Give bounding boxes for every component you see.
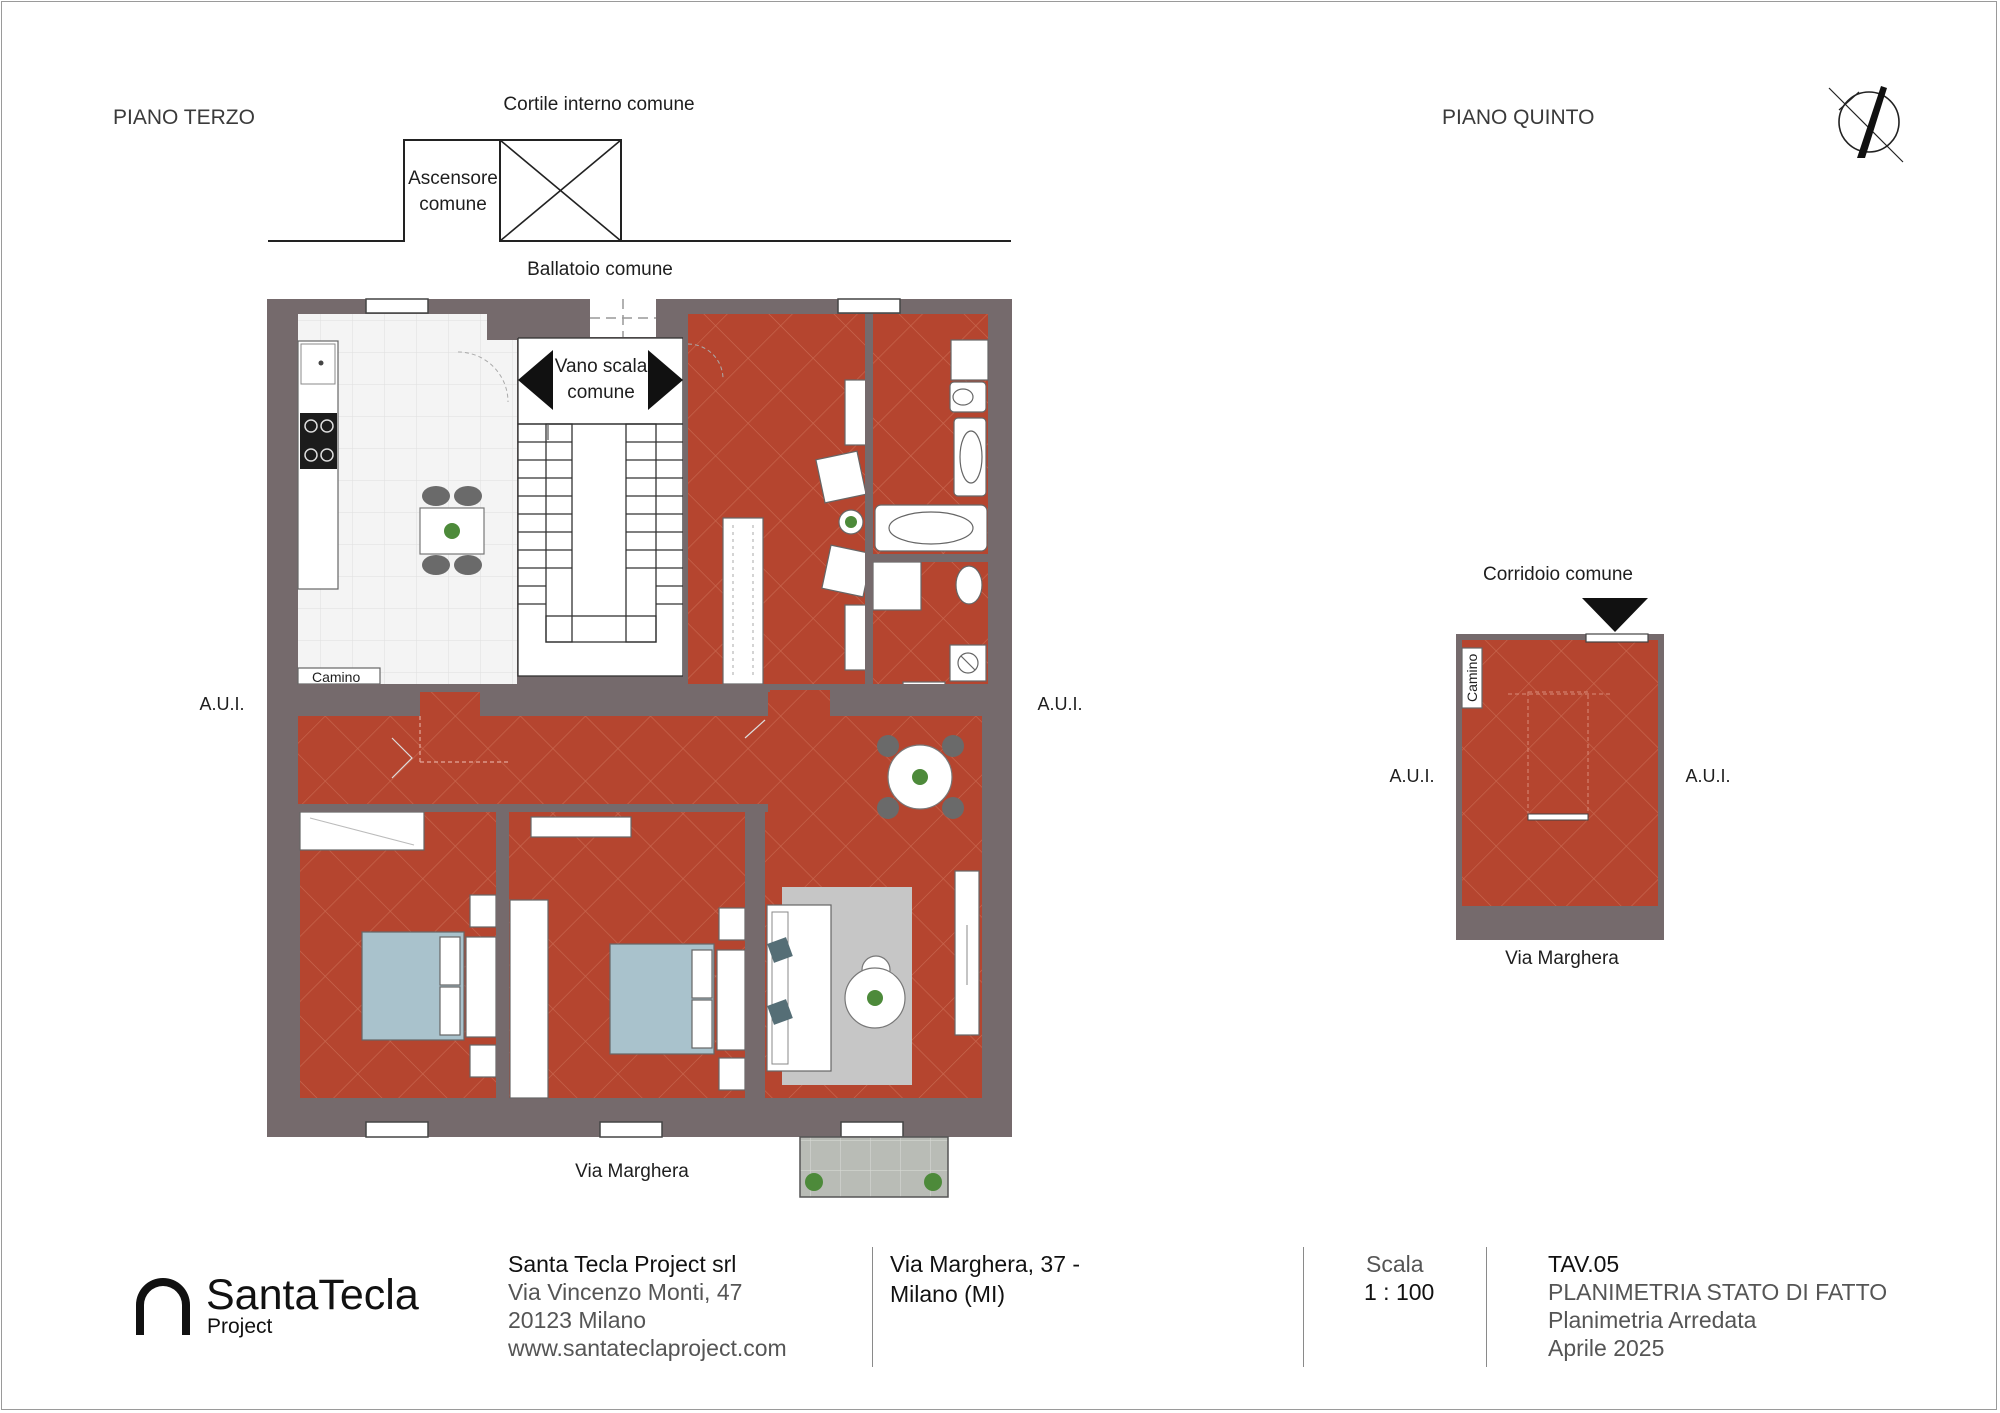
hall-wardrobe	[722, 517, 764, 685]
logo-subtitle: Project	[207, 1315, 273, 1338]
hall-armchairs	[815, 450, 873, 598]
scale-label: Scala	[1366, 1251, 1424, 1277]
company-website[interactable]: www.santateclaproject.com	[508, 1335, 787, 1361]
label-vano-scala-1: Vano scala	[555, 356, 648, 377]
entrance-door	[590, 299, 656, 337]
north-arrow-icon	[1828, 86, 1904, 163]
title-block: SantaTecla Project Santa Tecla Project s…	[0, 1235, 2000, 1395]
courtyard-area	[268, 139, 1011, 242]
label-corridoio: Corridoio comune	[1483, 564, 1633, 585]
company-name: Santa Tecla Project srl	[508, 1251, 737, 1277]
bathroom-1-fixtures	[874, 339, 989, 552]
bedroom-1-furniture	[299, 811, 497, 1078]
label-ascensore-2: comune	[419, 194, 487, 215]
hall-cabinets	[844, 379, 868, 671]
kitchen-table	[419, 486, 485, 575]
logo-wordmark: SantaTecla	[206, 1271, 419, 1319]
kitchen-counter	[297, 340, 339, 590]
company-street: Via Vincenzo Monti, 47	[508, 1279, 743, 1305]
arch-logo-icon	[136, 1278, 190, 1335]
piano-quinto-plan	[1456, 598, 1664, 940]
balcony-plants	[805, 1173, 942, 1191]
scale-value: 1 : 100	[1364, 1279, 1435, 1305]
label-aui-quinto-left: A.U.I.	[1389, 766, 1434, 786]
corridor-door-swings	[391, 716, 766, 779]
plan-subtitle: Planimetria Arredata	[1548, 1307, 1757, 1333]
project-address-1: Via Marghera, 37 -	[890, 1251, 1081, 1277]
label-cortile: Cortile interno comune	[503, 94, 694, 115]
balcony	[799, 1136, 949, 1198]
footer-divider-2	[1303, 1247, 1304, 1367]
kitchen-door-swing	[457, 351, 509, 403]
dining-table	[877, 735, 964, 819]
windows-top	[365, 298, 901, 314]
title-piano-terzo: PIANO TERZO	[113, 106, 255, 129]
bedroom-2-furniture	[509, 816, 746, 1099]
footer-divider-3	[1486, 1247, 1487, 1367]
windows-bottom	[365, 1121, 904, 1138]
label-aui-left: A.U.I.	[199, 694, 244, 714]
label-vano-scala-2: comune	[567, 382, 635, 403]
plan-date: Aprile 2025	[1548, 1335, 1665, 1361]
title-piano-quinto: PIANO QUINTO	[1442, 106, 1594, 129]
label-via-main: Via Marghera	[575, 1161, 689, 1182]
corridor-floor	[298, 716, 768, 804]
stair-landing-arrows	[518, 350, 683, 410]
label-via-quinto: Via Marghera	[1505, 948, 1619, 969]
label-camino-quinto: Camino	[1464, 654, 1480, 702]
plan-title: PLANIMETRIA STATO DI FATTO	[1548, 1279, 1888, 1305]
living-sofa-area	[766, 870, 980, 1085]
label-ballatoio: Ballatoio comune	[527, 259, 673, 280]
footer-divider-1	[872, 1247, 873, 1367]
project-address-2: Milano (MI)	[890, 1281, 1006, 1307]
sheet-number: TAV.05	[1548, 1251, 1620, 1277]
label-aui-quinto-right: A.U.I.	[1685, 766, 1730, 786]
company-city: 20123 Milano	[508, 1307, 647, 1333]
label-camino-kitchen: Camino	[312, 669, 360, 685]
interior-walls	[298, 314, 988, 1098]
label-aui-right: A.U.I.	[1037, 694, 1082, 714]
label-ascensore-1: Ascensore	[408, 168, 498, 189]
